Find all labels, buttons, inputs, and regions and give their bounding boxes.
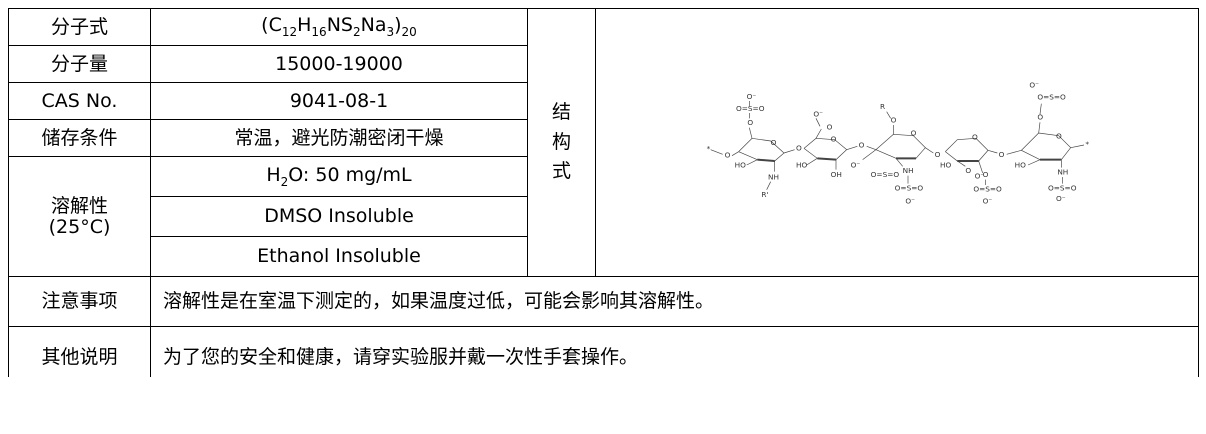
struct-o-link-4: O: [999, 150, 1005, 159]
struct-ho-1: HO: [735, 160, 747, 169]
cas-row: CAS No. 9041-08-1: [8, 82, 1199, 120]
struct-oso3-2: O=S=O: [871, 170, 900, 179]
weight-row: 分子量 15000-19000: [8, 45, 1199, 83]
heparin-structure-diagram: O⁻ O=S=O O * O HO O NH: [707, 80, 1090, 205]
struct-nh-1: NH: [768, 172, 779, 181]
struct-o-2: O: [725, 150, 731, 159]
struct-oso3-1: O=S=O: [736, 104, 765, 113]
struct-oso3-5: O=S=O: [1037, 92, 1066, 101]
notes-label: 注意事项: [8, 276, 151, 327]
struct-oso3-3: O=S=O: [895, 183, 924, 192]
cas-value: 9041-08-1: [150, 82, 528, 120]
struct-oso3-4: O=S=O: [973, 184, 1002, 193]
solubility-dmso: DMSO Insoluble: [150, 196, 528, 237]
struct-r: R: [880, 102, 885, 111]
structure-label: 结 构 式: [527, 8, 596, 277]
other-value: 为了您的安全和健康，请穿实验服并戴一次性手套操作。: [150, 326, 1199, 377]
solubility-water-row: 溶解性 (25°C) H2O: 50 mg/mL: [8, 156, 1199, 277]
struct-o-ring-4: O: [972, 132, 978, 141]
struct-o-minus-5: O⁻: [975, 171, 985, 180]
notes-row: 注意事项 溶解性是在室温下测定的，如果温度过低，可能会影响其溶解性。: [8, 276, 1199, 327]
struct-o-5: O: [965, 166, 971, 175]
struct-o-link-3: O: [935, 150, 941, 159]
struct-nh-2: NH: [903, 166, 914, 175]
struct-o-ring-3: O: [911, 128, 917, 137]
struct-o-link-1: O: [796, 143, 802, 152]
struct-o-minus-4: O⁻: [905, 196, 915, 205]
struct-ho-4: HO: [1015, 160, 1027, 169]
formula-row: 分子式 (C12H16NS2Na3)20 结 构 式 O⁻ O=S=O O: [8, 8, 1199, 277]
struct-star-left: *: [707, 144, 711, 153]
structure-label-char-3: 式: [551, 160, 571, 183]
struct-ho-2: HO: [796, 160, 808, 169]
struct-o-ring-2: O: [831, 134, 837, 143]
solubility-label-line1: 溶解性: [50, 194, 108, 217]
storage-value: 常温，避光防潮密闭干燥: [150, 119, 528, 157]
struct-star-right: *: [1085, 139, 1089, 148]
struct-o-1: O: [747, 118, 753, 127]
struct-o-minus-6: O⁻: [983, 196, 993, 205]
struct-o-3: O: [827, 122, 833, 131]
struct-o-minus-3: O⁻: [851, 160, 861, 169]
structure-label-char-2: 构: [551, 130, 571, 153]
struct-oso3-6: O=S=O: [1048, 183, 1077, 192]
struct-o-4: O: [891, 115, 897, 124]
storage-row: 储存条件 常温，避光防潮密闭干燥: [8, 119, 1199, 157]
struct-oh-1: OH: [831, 170, 842, 179]
struct-o-ring-1: O: [771, 138, 777, 147]
other-label: 其他说明: [8, 326, 151, 377]
struct-o-minus-1: O⁻: [747, 92, 757, 101]
structure-label-char-1: 结: [551, 101, 571, 124]
struct-ho-3: HO: [940, 160, 952, 169]
solubility-dmso-row: DMSO Insoluble: [9, 196, 1199, 237]
weight-label: 分子量: [8, 45, 151, 83]
cas-label: CAS No.: [8, 82, 151, 120]
solubility-water: H2O: 50 mg/mL: [150, 156, 528, 197]
notes-value: 溶解性是在室温下测定的，如果温度过低，可能会影响其溶解性。: [150, 276, 1199, 327]
struct-o-7: O: [1037, 112, 1043, 121]
product-spec-table: 分子式 (C12H16NS2Na3)20 结 构 式 O⁻ O=S=O O: [8, 8, 1199, 377]
structure-diagram-cell: O⁻ O=S=O O * O HO O NH: [595, 8, 1199, 277]
storage-label: 储存条件: [8, 119, 151, 157]
struct-nh-3: NH: [1057, 167, 1068, 176]
other-row: 其他说明 为了您的安全和健康，请穿实验服并戴一次性手套操作。: [8, 326, 1199, 377]
struct-o-6: O: [983, 170, 989, 179]
solubility-label: 溶解性 (25°C): [8, 156, 151, 277]
struct-o-ring-5: O: [1056, 131, 1062, 140]
solubility-label-line2: (25°C): [48, 215, 111, 238]
struct-o-link-2: O: [859, 140, 865, 149]
struct-o-minus-2: O⁻: [813, 109, 823, 118]
struct-r-prime: R': [761, 190, 768, 199]
solubility-ethanol: Ethanol Insoluble: [150, 236, 528, 277]
struct-o-minus-7: O⁻: [1029, 80, 1039, 89]
weight-value: 15000-19000: [150, 45, 528, 83]
formula-value: (C12H16NS2Na3)20: [150, 8, 528, 46]
formula-label: 分子式: [8, 8, 151, 46]
solubility-ethanol-row: Ethanol Insoluble: [9, 236, 1199, 277]
struct-o-minus-8: O⁻: [1056, 194, 1066, 203]
